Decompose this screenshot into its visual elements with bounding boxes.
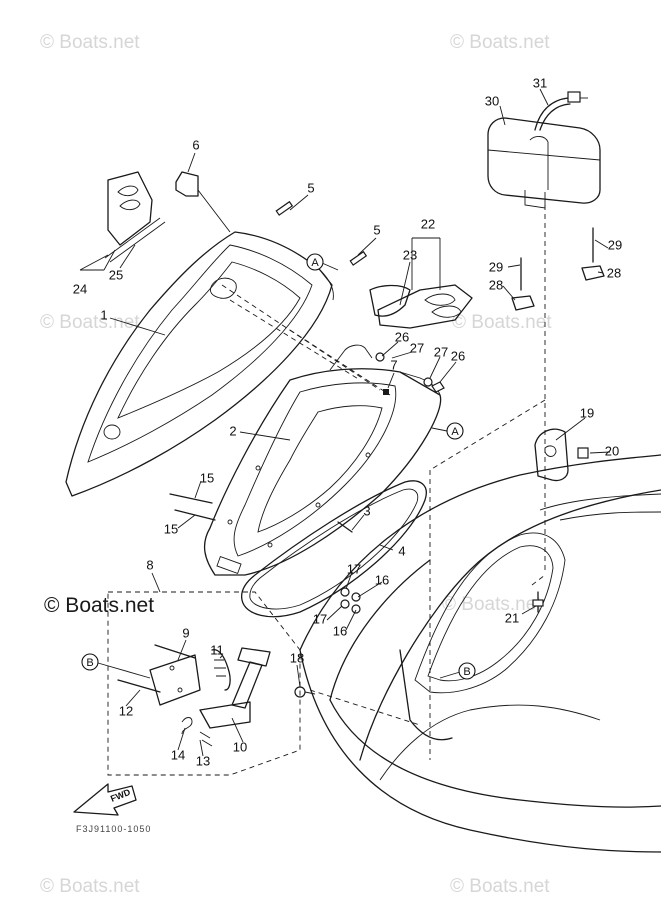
callout-21: 21: [505, 610, 519, 625]
ref-marker-a-frame-label: A: [451, 426, 459, 438]
watermark-bottom-right: © Boats.net: [450, 876, 550, 897]
callout-10: 10: [233, 739, 247, 754]
callout-20: 20: [605, 443, 619, 458]
callout-29a: 29: [489, 259, 503, 274]
callout-3: 3: [363, 503, 370, 518]
watermark-big-left: © Boats.net: [44, 594, 154, 617]
callout-5b: 5: [373, 222, 380, 237]
ref-marker-a-top: [306, 253, 324, 271]
watermark-mid-left: © Boats.net: [40, 312, 140, 333]
callout-17a: 17: [347, 561, 361, 576]
callout-18: 18: [290, 650, 304, 665]
callout-29b: 29: [608, 237, 622, 252]
ref-marker-b-hull-label: B: [463, 666, 470, 678]
watermark-mid-right: © Boats.net: [452, 312, 552, 333]
watermark-top-right: © Boats.net: [450, 32, 550, 53]
callout-22: 22: [421, 216, 435, 231]
callout-25: 25: [109, 267, 123, 282]
callout-6: 6: [192, 137, 199, 152]
frame: [203, 344, 442, 576]
ref-marker-a-frame: [446, 422, 464, 440]
latch-kit: [107, 591, 301, 776]
callout-2: 2: [229, 423, 236, 438]
callout-1: 1: [100, 307, 107, 322]
callout-16b: 16: [333, 623, 347, 638]
callout-7: 7: [390, 357, 397, 372]
callout-labels: 1 2 3 4 5 5 6 7 8 9 10 11 12 13 14 15 15…: [73, 75, 622, 768]
ref-marker-b-kit-label: B: [86, 657, 93, 669]
leader-lines: [79, 88, 611, 757]
callout-26a: 26: [395, 329, 409, 344]
callout-24: 24: [73, 281, 87, 296]
hull-deck: [299, 454, 661, 853]
front-cover: [65, 231, 411, 497]
fwd-label: FWD: [109, 787, 132, 804]
callout-26b: 26: [451, 348, 465, 363]
ref-marker-b-kit: [81, 653, 99, 671]
callout-9: 9: [182, 625, 189, 640]
callout-15b: 15: [164, 521, 178, 536]
guide-lines: [221, 205, 546, 760]
callout-17b: 17: [313, 611, 327, 626]
ref-marker-b-hull: [458, 662, 476, 680]
callout-14: 14: [171, 747, 185, 762]
watermark-bottom-left: © Boats.net: [40, 876, 140, 897]
watermark-top-left: © Boats.net: [40, 32, 140, 53]
callout-23: 23: [403, 247, 417, 262]
callout-27b: 27: [434, 344, 448, 359]
callout-28b: 28: [607, 265, 621, 280]
small-parts: [104, 171, 605, 698]
callout-28a: 28: [489, 277, 503, 292]
callout-31: 31: [533, 75, 547, 90]
callout-5a: 5: [307, 180, 314, 195]
callout-30: 30: [485, 93, 499, 108]
storage-box: [487, 91, 601, 209]
callout-19: 19: [580, 405, 594, 420]
ref-marker-a-top-label: A: [311, 257, 319, 269]
callout-11: 11: [210, 642, 224, 657]
seal-ring: [240, 480, 427, 618]
callout-13: 13: [196, 753, 210, 768]
callout-27a: 27: [410, 340, 424, 355]
callout-8: 8: [146, 557, 153, 572]
reference-markers: A A B B: [81, 253, 476, 680]
watermark-mid-center: © Boats.net: [442, 594, 542, 615]
callout-4: 4: [398, 543, 405, 558]
callout-12: 12: [119, 703, 133, 718]
callout-15a: 15: [200, 470, 214, 485]
callout-16a: 16: [375, 572, 389, 587]
watermark-layer: © Boats.net © Boats.net © Boats.net © Bo…: [40, 32, 552, 897]
diagram-code: F3J91100-1050: [76, 824, 151, 834]
forward-arrow: FWD: [73, 783, 137, 816]
